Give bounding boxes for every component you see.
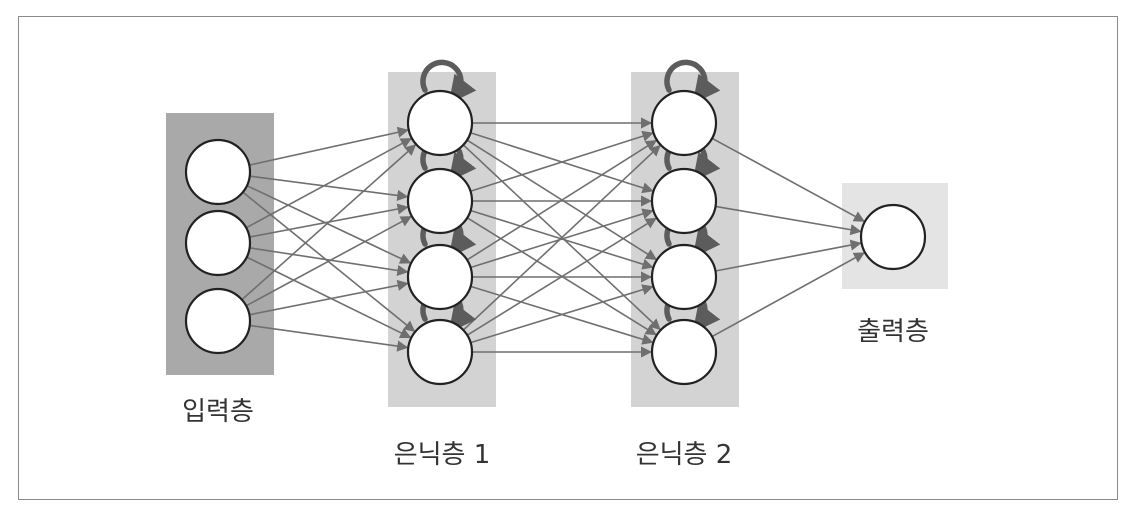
neuron-hidden2-0 [650,89,718,157]
neuron-input-2 [184,287,252,355]
output-layer-label: 출력층 [857,317,929,347]
hidden-layer-1-label: 은닉층 1 [394,440,491,470]
edge-hidden2-0-to-output-0 [711,137,866,222]
neuron-hidden1-1 [406,167,474,235]
neuron-hidden1-3 [406,318,474,386]
edge-input-1-to-hidden1-0 [245,137,412,229]
neuron-input-1 [184,209,252,277]
neuron-hidden2-1 [650,167,718,235]
neuron-input-0 [184,138,252,206]
edge-input-2-to-hidden1-3 [249,324,409,352]
edge-input-2-to-hidden1-2 [249,279,409,316]
edge-input-2-to-hidden1-0 [241,144,417,301]
neuron-hidden2-2 [650,243,718,311]
edge-hidden1-3-to-hidden2-0 [462,144,661,331]
recurrent-loop-hidden1-0 [420,59,477,104]
neurons [184,89,927,386]
edge-hidden1-2-to-hidden2-1 [470,208,654,269]
edge-input-1-to-hidden1-2 [249,247,409,277]
edge-hidden1-2-to-hidden2-0 [466,139,658,261]
hidden-layer-2-label: 은닉층 2 [636,440,733,470]
edge-input-2-to-hidden1-1 [245,215,412,307]
edge-hidden1-3-to-hidden2-1 [466,217,657,336]
recurrent-loop-hidden2-0 [664,59,721,104]
neuron-hidden1-0 [406,89,474,157]
neuron-output-0 [859,203,927,271]
edge-hidden1-1-to-hidden2-0 [470,130,654,193]
edge-hidden2-2-to-output-0 [715,239,862,272]
edge-input-0-to-hidden1-1 [249,175,409,201]
edge-input-0-to-hidden1-0 [249,126,409,166]
input-layer-label: 입력층 [182,397,254,427]
edge-hidden1-3-to-hidden2-2 [470,284,654,344]
connections [241,117,866,358]
edge-hidden2-3-to-output-0 [711,252,866,338]
neuron-hidden2-3 [650,318,718,386]
edge-hidden2-1-to-output-0 [715,205,862,236]
neuron-hidden1-2 [406,243,474,311]
edge-input-0-to-hidden1-2 [246,184,412,264]
